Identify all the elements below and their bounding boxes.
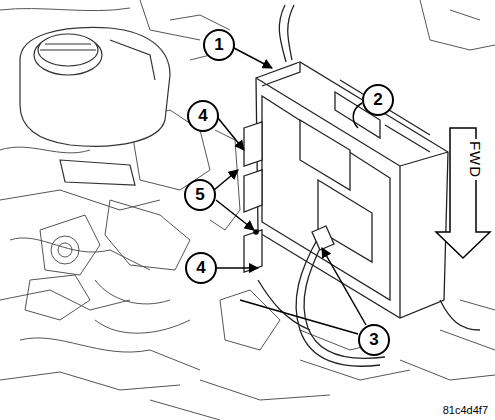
callout-number: 1 [203, 29, 235, 61]
callout-number: 4 [187, 100, 219, 132]
figure-code: 81c4d4f7 [442, 404, 489, 416]
direction-label: FWD [467, 139, 484, 180]
callout-number: 4 [185, 252, 217, 284]
callout-number: 2 [362, 84, 394, 116]
callout-number: 3 [358, 324, 390, 356]
callout-number: 5 [184, 179, 216, 211]
